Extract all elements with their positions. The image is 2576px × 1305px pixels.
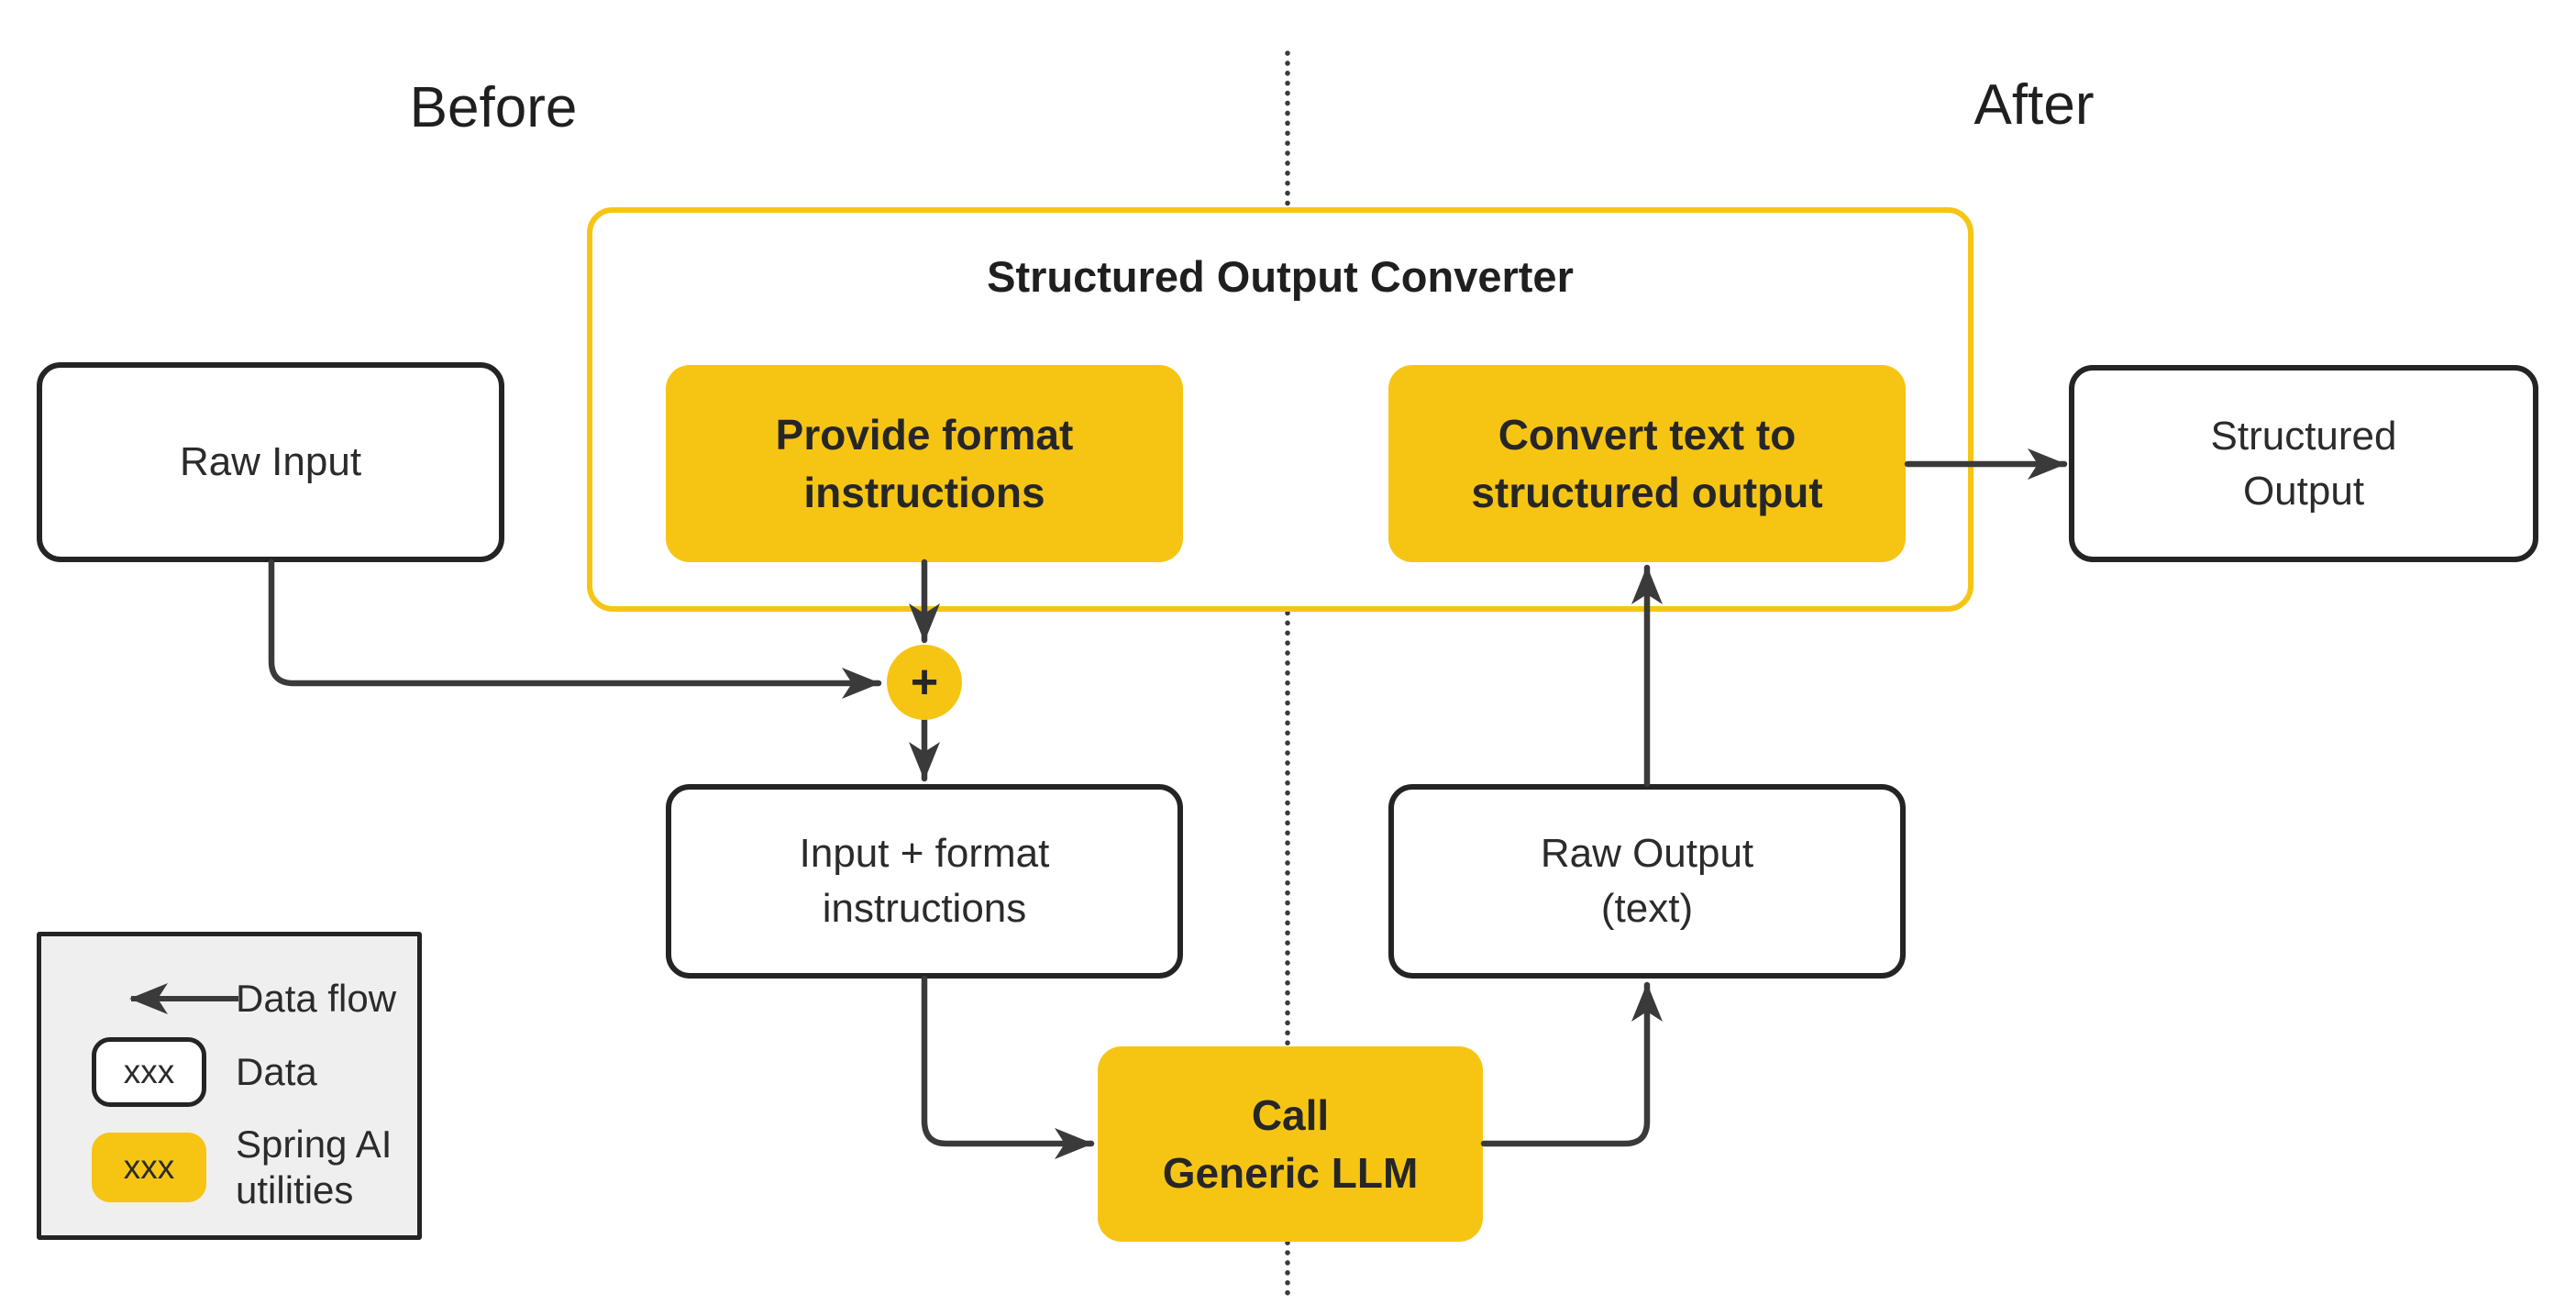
legend-data-chip: xxx [92, 1037, 206, 1107]
convert-text-line1: Convert text to [1498, 410, 1797, 459]
before-label: Before [409, 76, 578, 139]
call-generic-llm-node: Call Generic LLM [1098, 1046, 1483, 1242]
legend: Data flow xxx Data xxx Spring AI utiliti… [37, 932, 422, 1240]
legend-spring-chip-text: xxx [123, 1148, 175, 1186]
input-plus-format-node: Input + format instructions [666, 784, 1183, 979]
provide-format-line2: instructions [803, 468, 1045, 516]
converter-title: Structured Output Converter [987, 252, 1574, 301]
raw-output-line2: (text) [1600, 886, 1694, 931]
structured-output-line2: Output [2242, 468, 2365, 514]
legend-spring-ai-chip: xxx [92, 1133, 206, 1202]
call-llm-line2: Generic LLM [1162, 1148, 1419, 1197]
plus-sign: + [910, 656, 939, 709]
raw-input-node: Raw Input [37, 362, 504, 562]
provide-format-line1: Provide format [775, 410, 1074, 459]
raw-output-line1: Raw Output [1540, 831, 1754, 877]
legend-data-label: Data [236, 1050, 317, 1093]
convert-text-node: Convert text to structured output [1388, 365, 1906, 562]
legend-data-chip-text: xxx [123, 1053, 175, 1090]
convert-text-line2: structured output [1471, 468, 1823, 516]
legend-data-flow-label: Data flow [236, 977, 397, 1020]
legend-spring-ai-line1: Spring AI [236, 1123, 392, 1166]
call-llm-line1: Call [1251, 1090, 1330, 1139]
input-format-line2: instructions [822, 886, 1027, 931]
raw-input-label: Raw Input [179, 439, 362, 485]
legend-spring-ai-label: Spring AI utilities [236, 1122, 392, 1213]
data-flow-arrow-icon [129, 983, 238, 1014]
after-label: After [1973, 73, 2095, 137]
plus-combiner-icon: + [887, 645, 962, 720]
legend-spring-ai-line2: utilities [236, 1168, 354, 1211]
input-format-line1: Input + format [799, 831, 1050, 877]
provide-format-instructions-node: Provide format instructions [666, 365, 1183, 562]
structured-output-node: Structured Output [2069, 365, 2538, 562]
structured-output-line1: Structured [2210, 413, 2397, 459]
raw-output-node: Raw Output (text) [1388, 784, 1906, 979]
